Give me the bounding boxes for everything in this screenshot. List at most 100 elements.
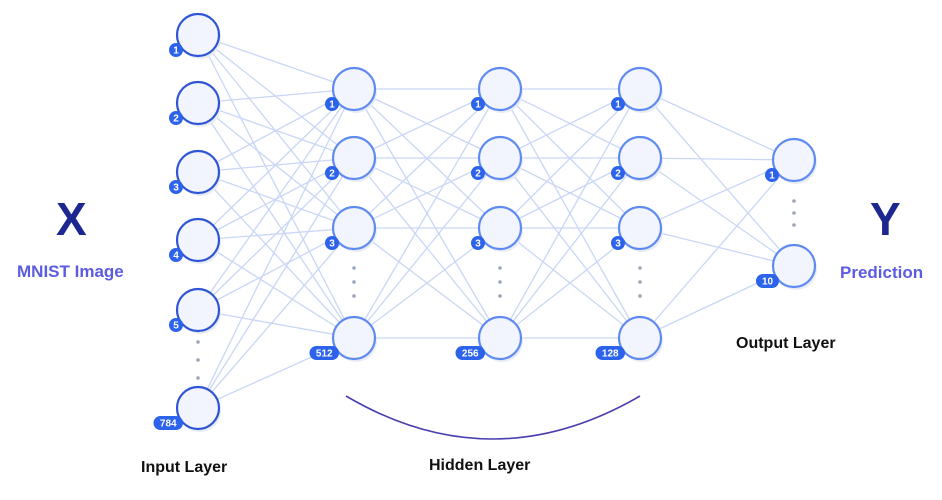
edge-hidden1-2-to-hidden2-0 — [353, 88, 501, 229]
badge-shape — [169, 180, 183, 194]
badge-number: 3 — [173, 183, 179, 194]
neuron-hidden1-1 — [331, 135, 377, 181]
badge-shape — [765, 168, 779, 182]
badge-shape — [169, 318, 183, 332]
edge-input-3-to-hidden1-0 — [197, 88, 355, 241]
badge-shape — [309, 346, 339, 360]
edge-hidden3-0-to-output-1 — [639, 88, 795, 267]
output-caption: Prediction — [840, 263, 924, 282]
badge-number: 256 — [462, 349, 479, 360]
badge-shape — [169, 43, 183, 57]
neuron-badge-hidden2-3: 256 — [455, 346, 485, 360]
edge-hidden1-3-to-hidden2-0 — [353, 88, 501, 339]
neuron-badge-hidden1-0: 1 — [325, 97, 339, 111]
neuron-hidden3-1 — [617, 135, 663, 181]
ellipsis-dot-hidden1-2 — [352, 294, 356, 298]
neuron-badge-hidden2-1: 2 — [471, 166, 485, 180]
neuron-badge-hidden2-2: 3 — [471, 236, 485, 250]
edge-input-4-to-hidden1-0 — [197, 88, 355, 311]
badge-shape — [595, 346, 625, 360]
neuron-hidden2-0 — [477, 66, 523, 112]
neuron-badge-hidden3-0: 1 — [611, 97, 625, 111]
badge-number: 784 — [160, 419, 177, 430]
neuron-hidden3-3 — [617, 315, 663, 361]
hidden-layer-label: Hidden Layer — [429, 457, 531, 474]
neuron-badge-input-4: 5 — [169, 318, 183, 332]
edge-hidden3-2-to-output-1 — [639, 227, 795, 267]
ellipsis-dot-hidden3-2 — [638, 294, 642, 298]
badge-number: 1 — [475, 100, 481, 111]
badge-number: 2 — [615, 169, 621, 180]
neuron-hidden1-3 — [331, 315, 377, 361]
badge-shape — [611, 236, 625, 250]
edge-input-5-to-hidden1-1 — [197, 157, 355, 409]
edge-input-5-to-hidden1-2 — [197, 227, 355, 409]
edge-input-0-to-hidden1-3 — [197, 34, 355, 339]
ellipsis-dot-hidden1-1 — [352, 280, 356, 284]
neuron-hidden2-1 — [477, 135, 523, 181]
badge-number: 2 — [475, 169, 481, 180]
neuron-hidden3-2 — [617, 205, 663, 251]
badge-shape — [169, 111, 183, 125]
neuron-input-0 — [175, 12, 221, 58]
badge-shape — [471, 236, 485, 250]
neuron-badge-hidden1-1: 2 — [325, 166, 339, 180]
ellipsis-dot-hidden1-0 — [352, 266, 356, 270]
edge-input-1-to-hidden1-3 — [197, 102, 355, 339]
badge-shape — [325, 97, 339, 111]
badge-number: 512 — [316, 349, 333, 360]
ellipsis-dot-input-1 — [196, 358, 200, 362]
neuron-hidden1-2 — [331, 205, 377, 251]
badge-number: 3 — [329, 239, 335, 250]
badge-shape — [756, 274, 779, 288]
neuron-input-2 — [175, 149, 221, 195]
ellipsis-dot-hidden3-1 — [638, 280, 642, 284]
edge-input-1-to-hidden1-0 — [197, 88, 355, 104]
badge-shape — [611, 97, 625, 111]
neuron-hidden2-2 — [477, 205, 523, 251]
neuron-badge-input-3: 4 — [169, 248, 183, 262]
edge-input-0-to-hidden1-2 — [197, 34, 355, 229]
badge-shape — [325, 166, 339, 180]
edge-input-0-to-hidden1-0 — [197, 34, 355, 90]
edge-hidden3-1-to-output-0 — [639, 157, 795, 161]
neuron-badge-input-1: 2 — [169, 111, 183, 125]
ellipsis-dot-output-2 — [792, 223, 796, 227]
badge-shape — [455, 346, 485, 360]
ellipsis-dots — [196, 199, 796, 380]
neuron-input-4 — [175, 287, 221, 333]
edge-hidden3-3-to-output-0 — [639, 159, 795, 339]
neuron-badge-hidden3-2: 3 — [611, 236, 625, 250]
badge-shape — [611, 166, 625, 180]
neuron-input-1 — [175, 80, 221, 126]
ellipsis-dot-input-0 — [196, 340, 200, 344]
neuron-output-0 — [771, 137, 817, 183]
neuron-hidden3-0 — [617, 66, 663, 112]
ellipsis-dot-input-2 — [196, 376, 200, 380]
neuron-badge-output-1: 10 — [756, 274, 779, 288]
badge-number: 5 — [173, 321, 179, 332]
ellipsis-dot-hidden2-1 — [498, 280, 502, 284]
neuron-badge-hidden1-3: 512 — [309, 346, 339, 360]
neuron-badge-input-5: 784 — [153, 416, 183, 430]
edge-input-2-to-hidden1-3 — [197, 171, 355, 339]
badge-number: 4 — [173, 251, 179, 262]
neuron-badge-hidden2-0: 1 — [471, 97, 485, 111]
neuron-badge-output-0: 1 — [765, 168, 779, 182]
badge-shape — [153, 416, 183, 430]
ellipsis-dot-output-0 — [792, 199, 796, 203]
badge-shape — [471, 97, 485, 111]
badge-number: 1 — [769, 171, 775, 182]
badge-number: 128 — [602, 349, 619, 360]
neuron-badge-hidden1-2: 3 — [325, 236, 339, 250]
badge-number: 10 — [762, 277, 774, 288]
edge-hidden2-3-to-hidden3-0 — [499, 88, 641, 339]
badge-number: 1 — [329, 100, 335, 111]
edge-hidden2-2-to-hidden3-0 — [499, 88, 641, 229]
hidden-layer-brace — [345, 395, 641, 440]
output-symbol: Y — [870, 193, 901, 245]
badge-number: 1 — [615, 100, 621, 111]
neuron-hidden2-3 — [477, 315, 523, 361]
